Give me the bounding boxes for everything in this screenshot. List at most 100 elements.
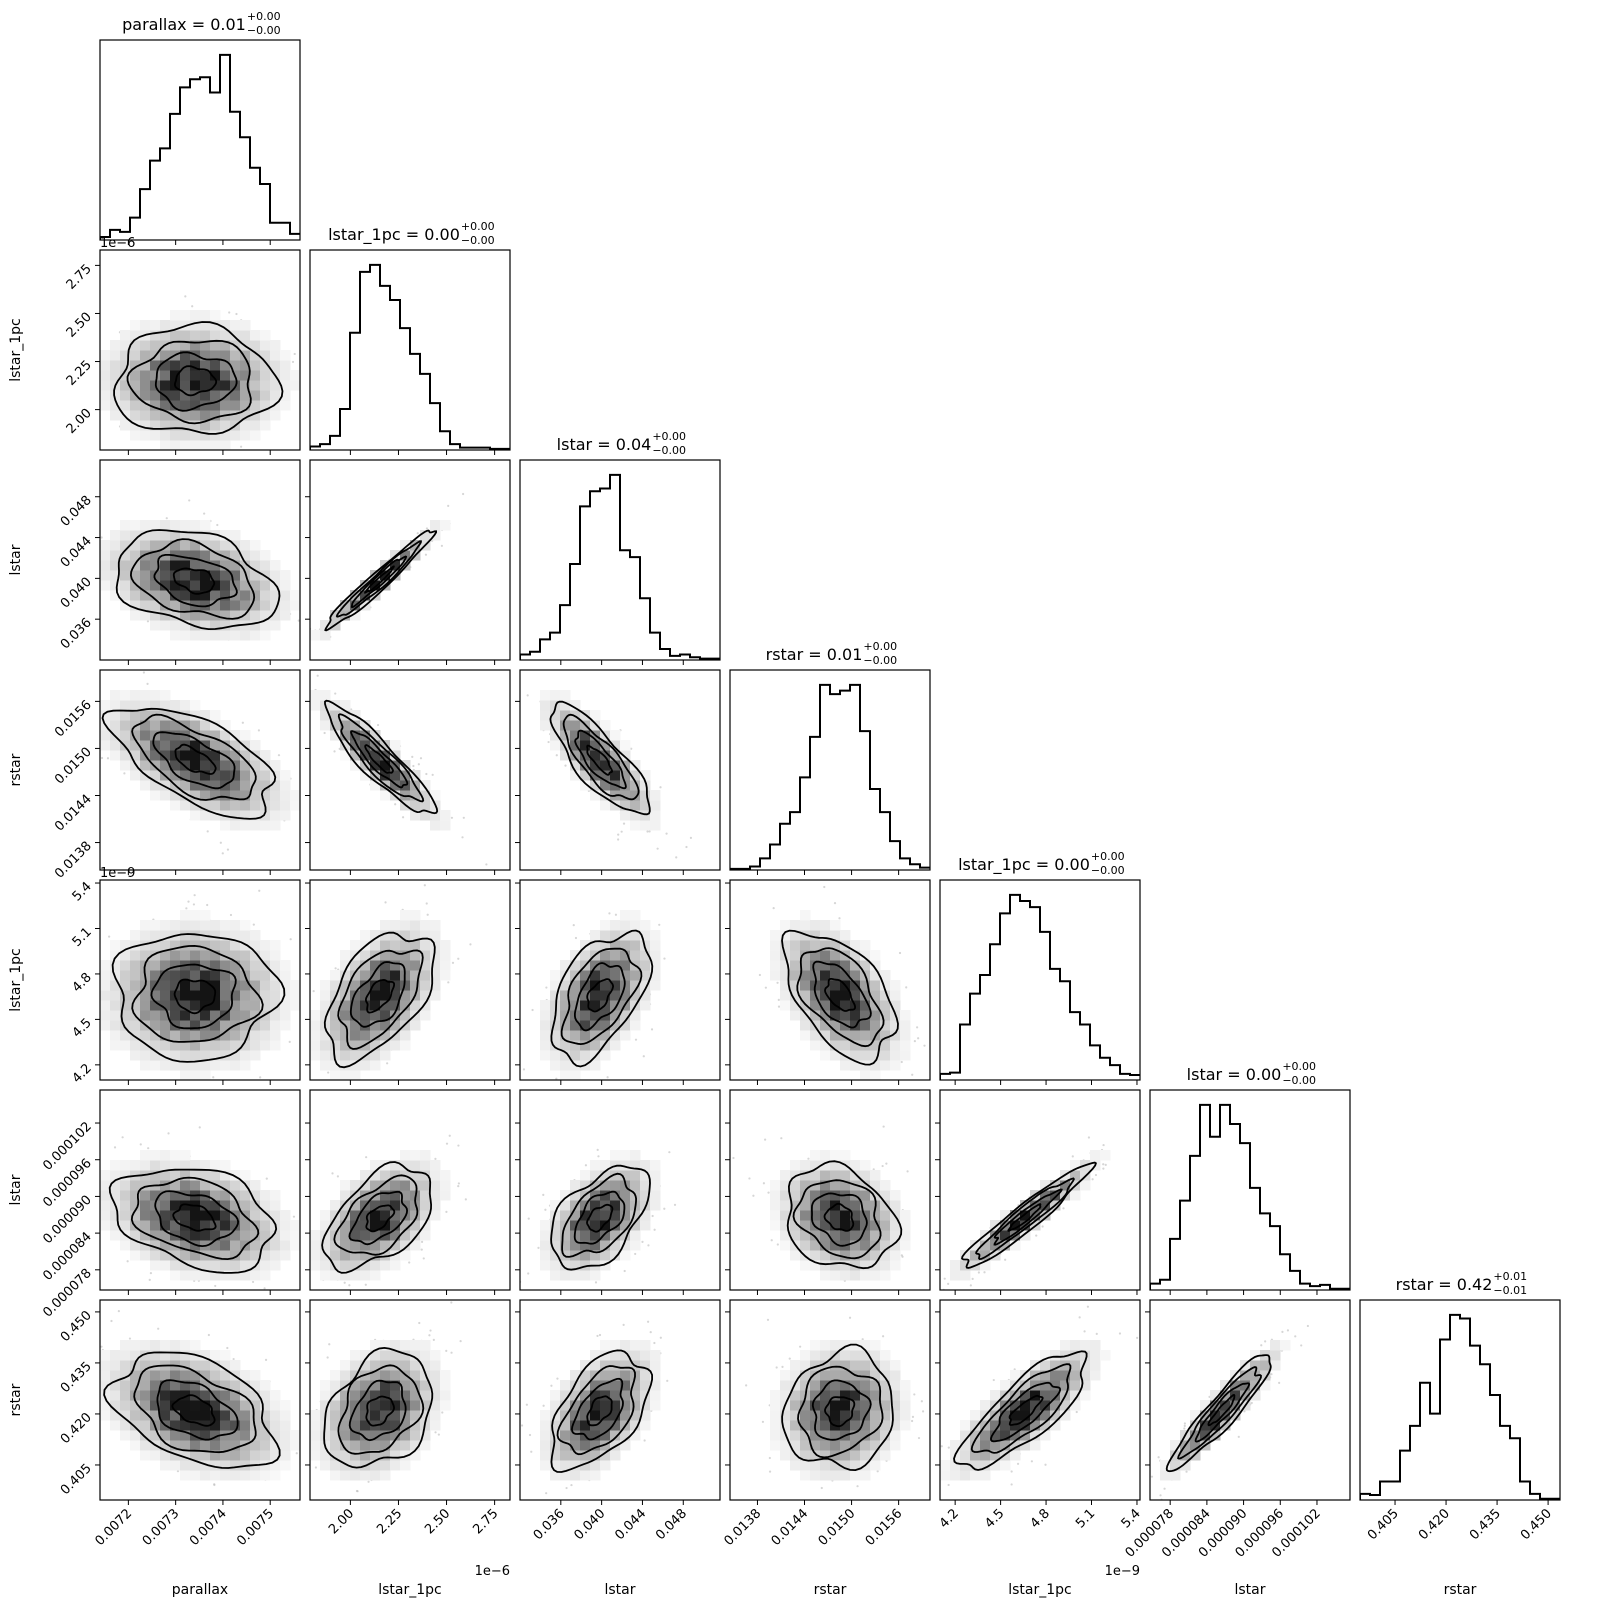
density-cell — [180, 920, 191, 931]
density-cell — [250, 390, 261, 401]
y-tick-label: 4.5 — [70, 1016, 95, 1041]
density-cell — [240, 960, 251, 971]
axes-frame — [309, 879, 511, 1081]
density-cell — [250, 810, 261, 821]
density-cell — [370, 970, 381, 981]
scatter-point — [327, 439, 329, 441]
histogram-bar — [590, 491, 600, 660]
scatter-point — [226, 848, 230, 851]
density-cell — [240, 950, 251, 961]
density-cell — [370, 780, 381, 791]
density-cell — [250, 1230, 261, 1241]
density-cell — [140, 420, 151, 431]
density-cell — [220, 1240, 231, 1251]
contour-level-3 — [337, 949, 424, 1050]
density-cell — [830, 970, 841, 981]
density-cell — [390, 990, 401, 1001]
density-cell — [560, 1040, 571, 1051]
density-cell — [160, 790, 171, 801]
density-cell — [100, 970, 111, 981]
histogram-bar — [370, 265, 380, 450]
density-cell — [400, 1000, 411, 1011]
histogram-bar — [210, 92, 220, 240]
density-cell — [380, 1020, 391, 1031]
density-cell — [880, 970, 891, 981]
density-cell — [210, 1250, 221, 1261]
scatter-point — [417, 763, 420, 766]
density-cell — [200, 370, 211, 381]
density-cell — [260, 950, 271, 961]
density-cell — [120, 1210, 131, 1221]
density-cell — [180, 420, 191, 431]
density-cell — [140, 920, 151, 931]
histogram-panel-parallax: parallax = 0.01+0.00−0.00 — [99, 10, 301, 245]
density-cell — [220, 540, 231, 551]
density-cell — [200, 590, 211, 601]
density-cell — [140, 520, 151, 531]
scatter-point — [198, 1126, 201, 1129]
density-cell — [140, 1010, 151, 1021]
scatter-point — [291, 360, 295, 364]
density-cell — [160, 950, 171, 961]
density-cell — [230, 570, 241, 581]
density-cell — [280, 370, 291, 381]
density-cell — [610, 990, 621, 1001]
density-cell — [180, 1180, 191, 1191]
contour-level-2 — [349, 961, 406, 1028]
density-cell — [180, 990, 191, 1001]
scatter-point — [622, 822, 626, 825]
contour-level-4 — [324, 529, 437, 632]
density-cell — [390, 920, 401, 931]
density-cell — [170, 630, 181, 641]
scatter-point — [412, 764, 415, 768]
density-cell — [870, 1010, 881, 1021]
density-cell — [330, 1070, 341, 1080]
y-tick-label: 0.040 — [58, 575, 95, 612]
density-cell — [150, 580, 161, 591]
density-cell — [360, 980, 371, 991]
density-cell — [370, 940, 381, 951]
density-cell — [260, 1240, 271, 1251]
density-cell — [350, 970, 361, 981]
density-cell — [120, 710, 131, 721]
density-cell — [400, 920, 411, 931]
density-cell — [200, 950, 211, 961]
density-cell — [900, 1020, 911, 1031]
density-cell — [110, 1230, 121, 1241]
density-cell — [240, 1170, 251, 1181]
density-cell — [170, 1060, 181, 1071]
density-cell — [240, 1200, 251, 1211]
histogram-bar — [850, 685, 860, 870]
density-cell — [570, 1040, 581, 1051]
histogram-bar — [200, 77, 210, 240]
density-cell — [160, 320, 171, 331]
density-cell — [130, 570, 141, 581]
density-cell — [550, 720, 561, 731]
density-cell — [130, 1050, 141, 1061]
scatter-point — [905, 986, 908, 989]
density-cell — [340, 1030, 351, 1041]
density-cell — [360, 1060, 371, 1071]
density-cell — [550, 1060, 561, 1071]
density-cell — [350, 760, 361, 771]
density-cell — [150, 1190, 161, 1201]
density-cell — [250, 400, 261, 411]
panel-content — [526, 690, 693, 859]
density-cell — [210, 570, 221, 581]
density-cell — [880, 1040, 891, 1051]
density-cell — [180, 400, 191, 411]
density-cell — [190, 1230, 201, 1241]
histogram-panel-lstar: lstar = 0.04+0.00−0.00 — [519, 430, 721, 665]
density-cell — [630, 930, 641, 941]
scatter-point — [86, 392, 88, 394]
title-uncertainty-minus: −0.00 — [652, 444, 686, 457]
axes-frame — [519, 459, 721, 661]
density-cell — [220, 1060, 231, 1071]
histogram-bar — [580, 506, 590, 660]
density-cell — [100, 1220, 111, 1231]
density-cell — [140, 430, 151, 441]
density-cell — [270, 1000, 281, 1011]
scatter-point — [228, 311, 231, 314]
density-cell — [630, 770, 641, 781]
